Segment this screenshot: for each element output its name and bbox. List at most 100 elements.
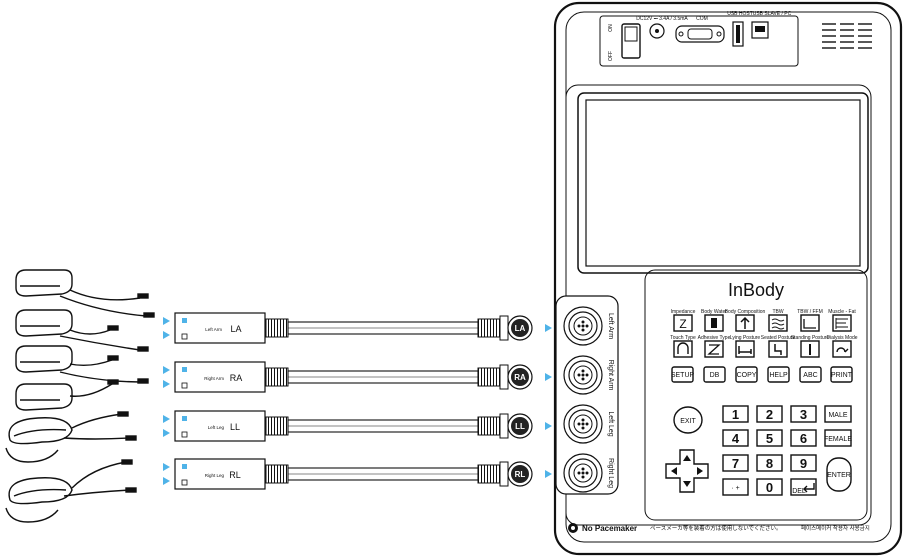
command-keys: SETUP DB COPY HELP ABC PRINT — [671, 366, 853, 383]
arrow-down-icon[interactable] — [683, 481, 691, 487]
digit-8-key[interactable] — [756, 454, 783, 472]
enter-key-label: ENTER — [827, 472, 851, 479]
setup-key[interactable] — [671, 366, 694, 383]
seated-posture-key[interactable] — [768, 340, 788, 358]
digit-0-key[interactable] — [756, 478, 783, 496]
plug-code: LA — [515, 324, 526, 333]
abc-key-label: ABC — [803, 372, 817, 379]
power-on-label: ON — [608, 24, 614, 32]
cable-connector-box — [174, 458, 266, 490]
fn-label: Impedance — [671, 309, 696, 315]
fn-label: Adhesive Type — [698, 335, 731, 341]
digit-5-key[interactable] — [756, 429, 783, 447]
strain-relief — [265, 464, 289, 484]
electrode-port-panel: Left Arm Right Arm Left Leg Right Leg — [555, 295, 619, 495]
dc-in-label: DC12V ⎓ 3.4A / 3.5mA — [636, 16, 688, 22]
fn-label: Dialysis Mode — [826, 335, 857, 341]
keypad-panel: InBody — [644, 269, 868, 521]
ankle-electrodes — [5, 411, 137, 523]
direction-pad[interactable] — [665, 449, 709, 493]
adhesive-type-icon — [707, 344, 721, 355]
strain-relief — [265, 318, 289, 338]
copy-key-label: COPY — [737, 372, 757, 379]
com-label: COM — [696, 16, 708, 22]
digit-4-key[interactable] — [722, 429, 749, 447]
cable-connector-box — [174, 312, 266, 344]
brand-logo: InBody — [728, 280, 784, 300]
copy-key[interactable] — [735, 366, 758, 383]
thumb-electrode-icon — [15, 269, 155, 318]
plug-code: RA — [514, 373, 526, 382]
tbw-ffm-key[interactable] — [800, 314, 820, 332]
cable-name: Right Arm — [204, 376, 224, 381]
exit-key[interactable] — [673, 406, 703, 434]
cable-code: LA — [230, 324, 241, 334]
cable-name: Right Leg — [205, 473, 225, 478]
setup-key-label: SETUP — [671, 372, 695, 379]
db-key[interactable] — [703, 366, 726, 383]
port-left-arm[interactable] — [563, 306, 603, 346]
print-key[interactable] — [830, 366, 853, 383]
dot-key-label: · + — [731, 485, 739, 492]
muscle-fat-icon — [835, 318, 848, 329]
delete-key[interactable] — [790, 478, 817, 496]
cable-connector-box — [174, 410, 266, 442]
port-right-arm[interactable] — [563, 355, 603, 395]
strain-relief — [477, 367, 501, 387]
cable-connector-box — [174, 361, 266, 393]
cable-name: Left Leg — [208, 425, 225, 430]
digit-9-key[interactable] — [790, 454, 817, 472]
arrow-right-icon[interactable] — [697, 467, 703, 475]
female-key-label: FEMALE — [824, 436, 852, 443]
digit-0-label: 0 — [766, 480, 773, 495]
cable-code: LL — [230, 422, 240, 432]
vent-grille — [822, 23, 872, 49]
plug-code: LL — [515, 422, 525, 431]
arrow-up-icon[interactable] — [683, 455, 691, 461]
enter-key[interactable] — [826, 457, 852, 492]
cable-code: RL — [229, 470, 241, 480]
connector-pin-icon — [182, 318, 187, 323]
fn-label: Seated Posture — [761, 335, 796, 341]
lying-posture-icon — [738, 346, 752, 354]
dot-key[interactable] — [722, 478, 749, 496]
digit-3-key[interactable] — [790, 405, 817, 423]
function-keys-row1: Impedance Body Water Body Composition TB… — [671, 309, 856, 332]
port-label: Right Leg — [607, 458, 614, 488]
digit-7-key[interactable] — [722, 454, 749, 472]
digit-1-key[interactable] — [722, 405, 749, 423]
fn-label: Touch Type — [670, 335, 696, 341]
male-key[interactable] — [824, 405, 852, 423]
port-label: Left Arm — [607, 313, 614, 339]
dialysis-mode-key[interactable] — [832, 340, 852, 358]
impedance-key[interactable] — [673, 314, 693, 332]
print-key-label: PRINT — [831, 372, 853, 379]
digit-2-key[interactable] — [756, 405, 783, 423]
japanese-warning: ペースメーカ等を装着の方は使用しないでください。 — [650, 524, 782, 532]
strain-relief — [477, 416, 501, 436]
port-right-leg[interactable] — [563, 453, 603, 493]
digit-3-label: 3 — [800, 407, 807, 422]
digit-1-label: 1 — [732, 407, 739, 422]
abc-key[interactable] — [799, 366, 822, 383]
cable-rl: Right Leg RL RL — [163, 458, 552, 490]
plug-code: RL — [515, 470, 526, 479]
help-key[interactable] — [767, 366, 790, 383]
cable-la: Left Arm LA LA — [163, 312, 552, 344]
cable-code: RA — [230, 373, 243, 383]
strain-relief — [477, 318, 501, 338]
tbw-key[interactable] — [768, 314, 788, 332]
fn-label: TBW / FFM — [797, 309, 823, 315]
digit-2-label: 2 — [766, 407, 773, 422]
port-left-leg[interactable] — [563, 404, 603, 444]
thumb-electrode-icon — [15, 345, 149, 384]
usb-slave-label: USB SLAVE / PC — [753, 11, 792, 17]
lying-posture-key[interactable] — [735, 340, 755, 358]
strain-relief — [265, 416, 289, 436]
digit-6-key[interactable] — [790, 429, 817, 447]
female-key[interactable] — [824, 429, 852, 447]
thumb-electrodes — [15, 269, 155, 411]
arrow-left-icon[interactable] — [671, 467, 677, 475]
body-composition-icon — [740, 316, 750, 329]
